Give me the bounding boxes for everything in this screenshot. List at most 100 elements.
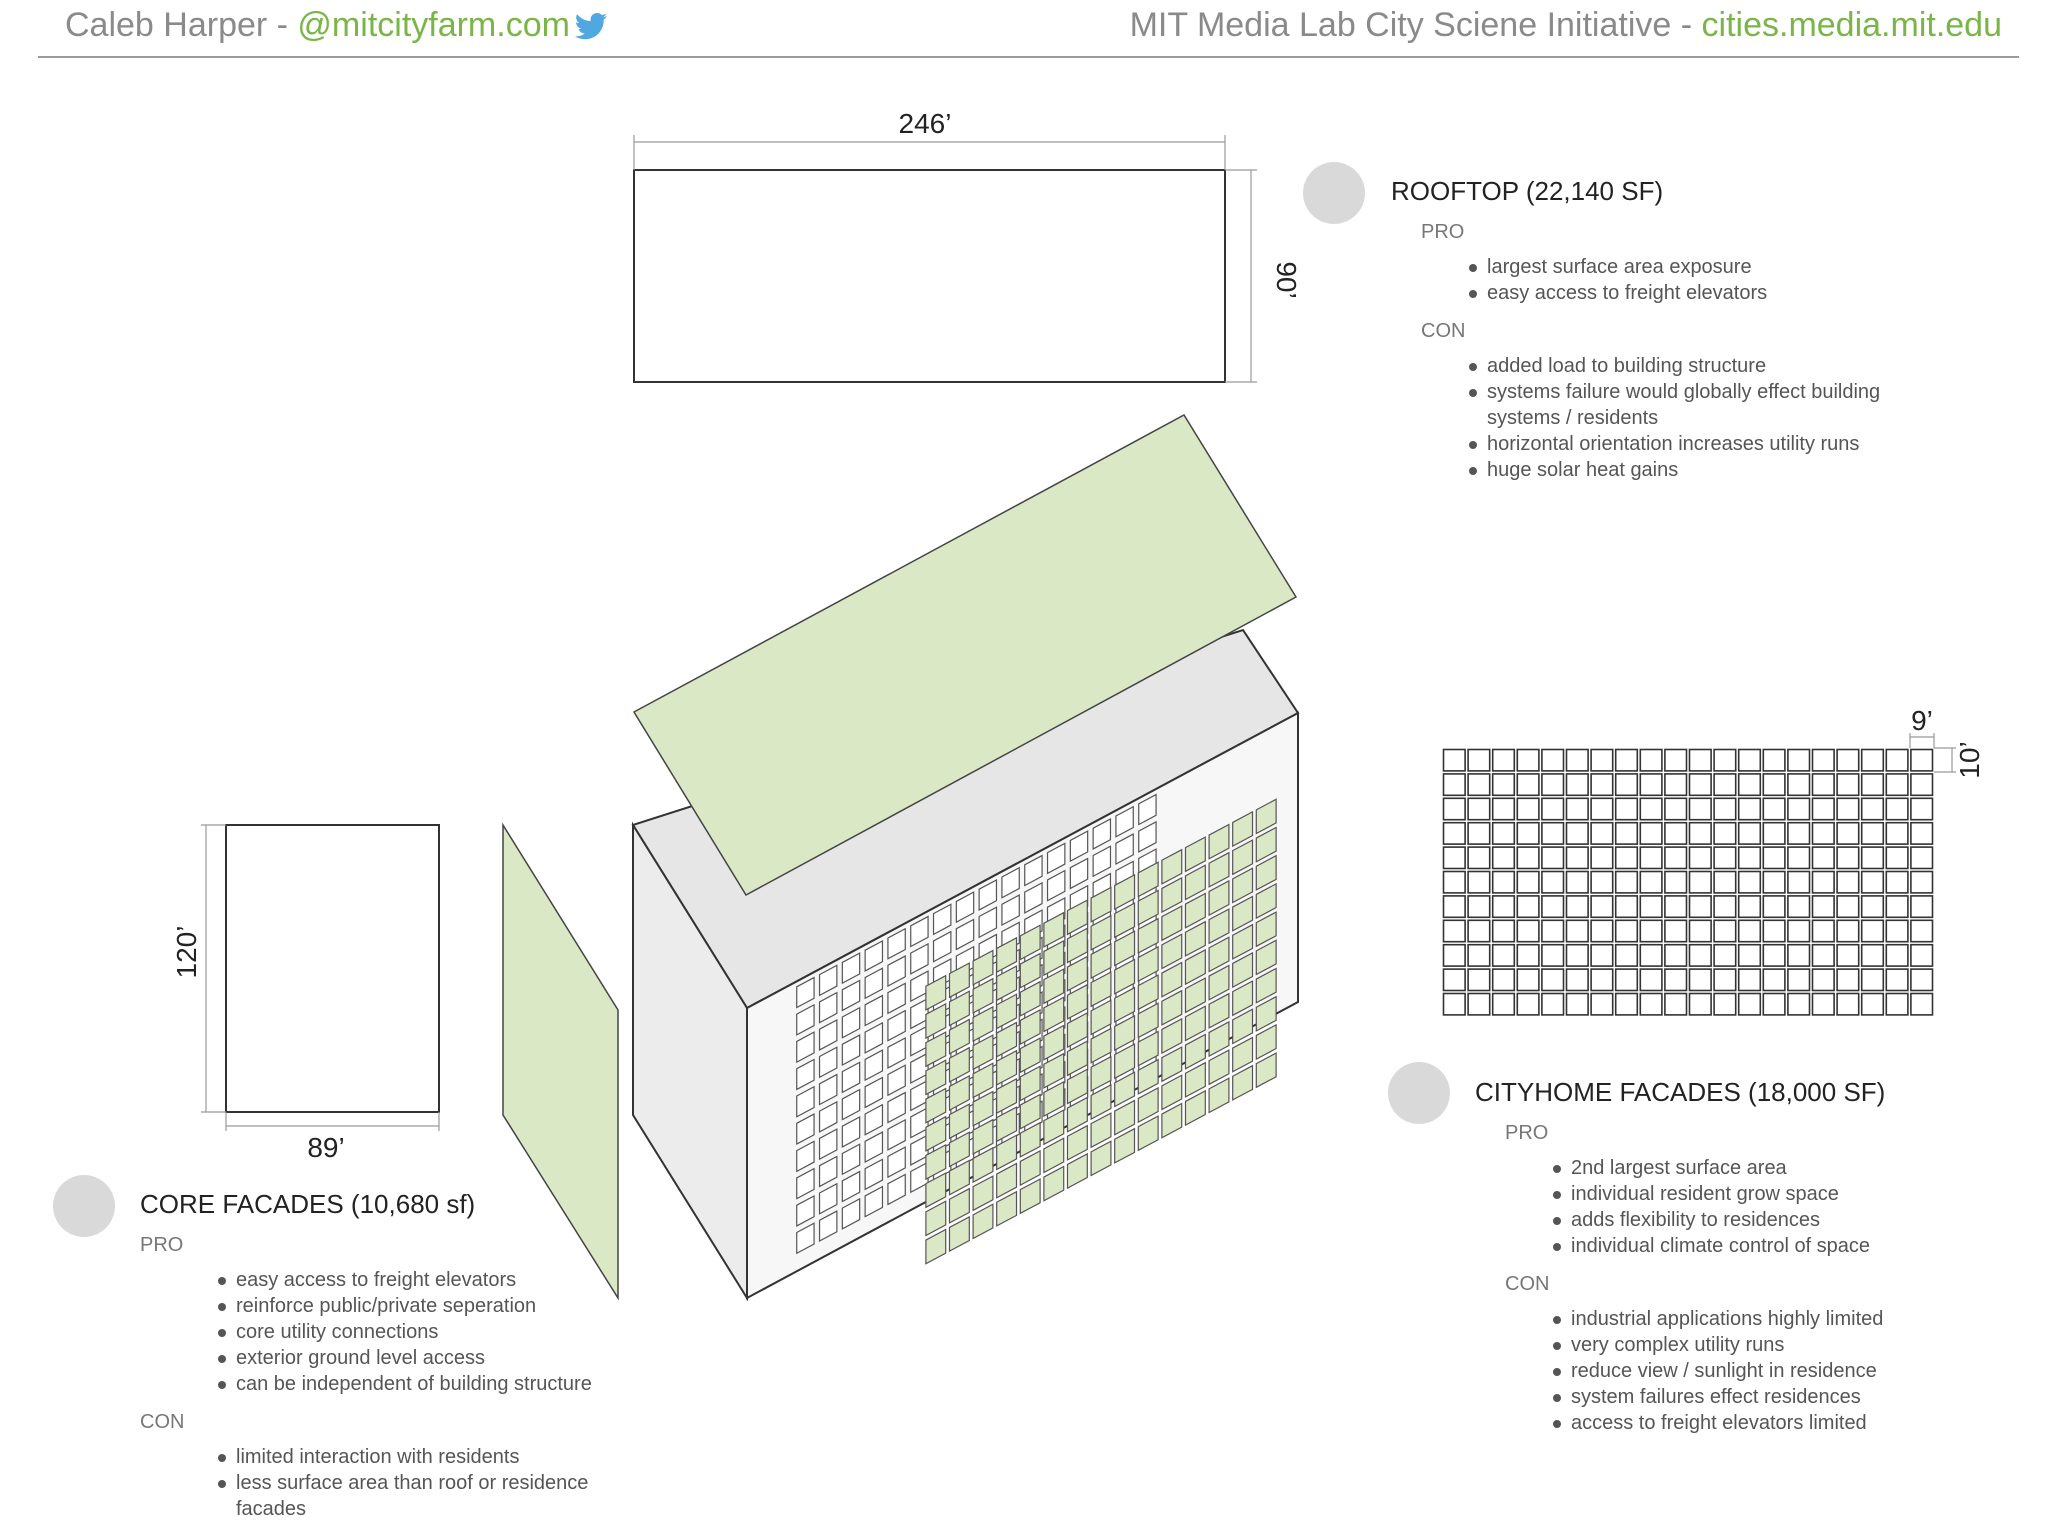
grid-cell	[1836, 870, 1860, 894]
cityhome-panel-cell	[1184, 920, 1206, 957]
grid-cell	[1713, 895, 1737, 919]
grid-cell	[1590, 992, 1614, 1016]
grid-cell	[1713, 968, 1737, 992]
cityhome-panel-cell	[996, 1134, 1018, 1171]
facade-window	[841, 952, 861, 985]
cityhome-panel-cell	[1066, 1068, 1088, 1105]
grid-cell	[1491, 773, 1516, 797]
org-url-link[interactable]: cities.media.mit.edu	[1701, 6, 2002, 44]
cityhome-panel-cell	[948, 1018, 970, 1055]
facade-window	[818, 1100, 838, 1133]
cityhome-panel-cell	[1043, 1137, 1065, 1174]
grid-cell	[1885, 797, 1909, 821]
cityhome-panel-cell	[948, 1159, 970, 1196]
grid-cell	[1565, 773, 1589, 797]
cityhome-panel-cell	[1255, 911, 1277, 948]
cityhome-panel-cell	[948, 1187, 970, 1224]
grid-cell	[1639, 870, 1663, 894]
cityhome-panel-cell	[1066, 1011, 1088, 1049]
grid-cell	[1590, 943, 1614, 967]
cityhome-panel-cell	[996, 1077, 1018, 1115]
facade-window	[841, 1143, 861, 1176]
grid-cell	[1836, 943, 1860, 967]
grid-cell	[1639, 992, 1663, 1016]
org-name: MIT Media Lab City Sciene Initiative -	[1129, 6, 1702, 44]
list-item: limited interaction with residents	[218, 1444, 660, 1470]
grid-cell	[1491, 846, 1516, 870]
cityhome-panel-cell	[1184, 864, 1206, 901]
grid-cell	[1811, 773, 1835, 797]
cityhome-panel-cell	[1232, 1008, 1254, 1045]
grid-cell	[1836, 992, 1860, 1016]
cityhome-panel-cell	[1184, 1061, 1206, 1098]
cityhome-panel-cell	[1019, 924, 1041, 961]
grid-cell	[1762, 797, 1786, 821]
grid-cell	[1836, 919, 1860, 943]
cityhome-panel-cell	[1208, 823, 1230, 860]
grid-cell	[1688, 968, 1712, 992]
grid-cell	[1467, 895, 1491, 919]
facade-window	[796, 1222, 815, 1255]
cityhome-panel-cell	[1114, 986, 1136, 1023]
core-pro-label: PRO	[140, 1234, 184, 1256]
grid-cell	[1491, 895, 1516, 919]
grid-cell	[1811, 968, 1835, 992]
cityhome-panel-cell	[1232, 951, 1254, 989]
grid-cell	[1737, 870, 1762, 894]
grid-cell	[1787, 773, 1811, 797]
grid-cell	[1664, 895, 1688, 919]
grid-cell	[1541, 943, 1565, 967]
facade-window	[796, 1167, 815, 1200]
cityhome-panel-cell	[1019, 1065, 1041, 1102]
cityhome-panel-cell	[1208, 879, 1230, 917]
grid-cell	[1614, 992, 1639, 1016]
cityhome-panel-cell	[1019, 952, 1041, 989]
grid-cell	[1590, 895, 1614, 919]
grid-cell	[1614, 943, 1639, 967]
facade-window	[1046, 869, 1066, 902]
grid-cell	[1762, 895, 1786, 919]
grid-cell	[1565, 943, 1589, 967]
cityhome-panel-cell	[1090, 1112, 1112, 1149]
grid-cell	[1442, 748, 1466, 772]
grid-cell	[1860, 992, 1885, 1016]
facade-window	[887, 1009, 906, 1042]
cityhome-panel-cell	[948, 1215, 970, 1253]
cityhome-panel-cell	[1184, 977, 1206, 1014]
facade-window	[864, 967, 884, 1000]
cityhome-panel-cell	[1208, 992, 1230, 1029]
cityhome-info: CITYHOME FACADES (18,000 SF) PRO 2nd lar…	[1475, 1077, 2035, 1436]
grid-cell	[1590, 773, 1614, 797]
cityhome-panel-cell	[1066, 927, 1088, 964]
cityhome-panel-cell	[948, 962, 970, 999]
cityhome-panel-cell	[1161, 933, 1183, 970]
grid-cell	[1787, 748, 1811, 772]
grid-cell	[1885, 943, 1909, 967]
grid-cell	[1639, 846, 1663, 870]
grid-cell	[1614, 773, 1639, 797]
facade-window	[864, 1021, 884, 1054]
core-marker	[53, 1175, 115, 1237]
cityhome-panel-cell	[1208, 1077, 1230, 1114]
cityhome-panel-cell	[1255, 798, 1277, 835]
cityhome-panel-cell	[1066, 983, 1088, 1020]
list-item: reduce view / sunlight in residence	[1553, 1358, 2035, 1384]
author-handle-link[interactable]: @mitcityfarm.com	[297, 6, 570, 44]
grid-cell	[1688, 943, 1712, 967]
cityhome-panel-cell	[1161, 1017, 1183, 1055]
twitter-icon[interactable]	[574, 13, 608, 41]
rooftop-marker	[1303, 162, 1365, 224]
grid-cell	[1491, 797, 1516, 821]
core-title: CORE FACADES (10,680 sf)	[140, 1189, 476, 1219]
grid-cell	[1910, 846, 1934, 870]
grid-cell	[1737, 773, 1762, 797]
facade-window	[1138, 820, 1157, 853]
grid-cell	[1442, 821, 1466, 845]
grid-cell	[1836, 895, 1860, 919]
cityhome-panel-cell	[925, 1087, 947, 1124]
grid-cell	[1737, 748, 1762, 772]
grid-cell	[1467, 968, 1491, 992]
grid-cell	[1737, 943, 1762, 967]
cityhome-panel-cell	[1019, 1149, 1041, 1187]
